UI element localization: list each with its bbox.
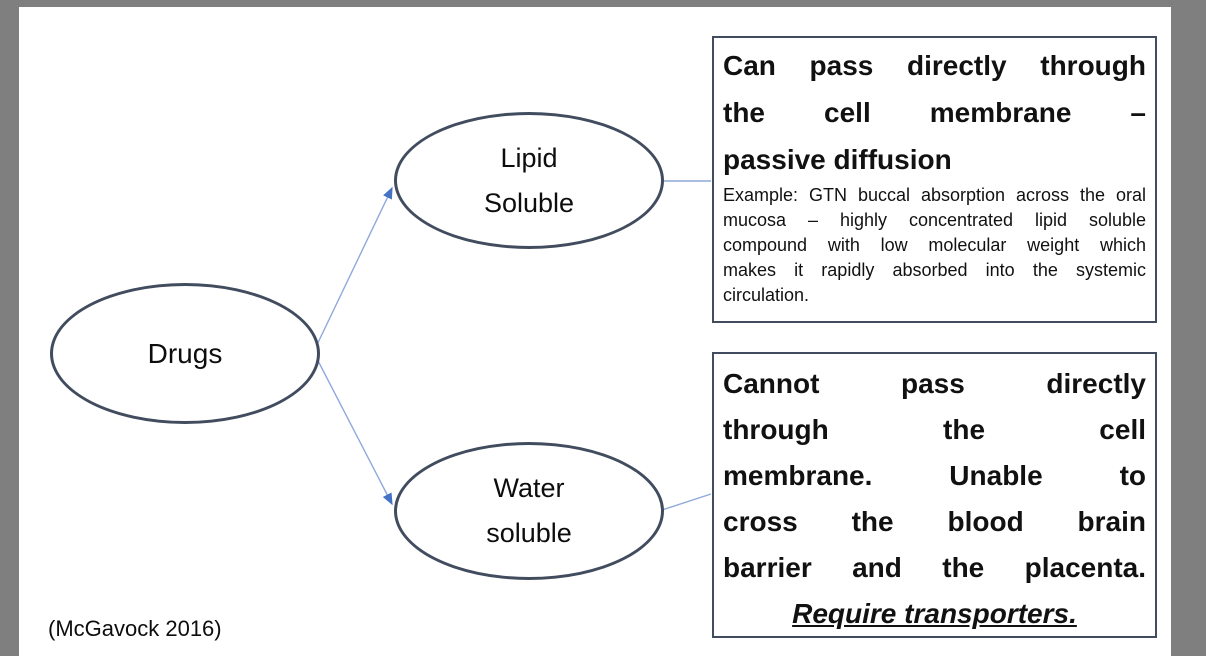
node-lipid-label-line1: Lipid bbox=[500, 142, 558, 173]
node-water-label-line1: Water bbox=[493, 473, 565, 503]
citation-text: (McGavock 2016) bbox=[48, 616, 222, 641]
lipid-info-body-line: makes it rapidly absorbed into the syste… bbox=[723, 260, 1146, 280]
lipid-info-body-line: circulation. bbox=[723, 285, 810, 305]
water-info-body-line: Cannot pass directly bbox=[723, 368, 1146, 399]
lipid-info-title-line: passive diffusion bbox=[723, 144, 952, 175]
node-drugs: Drugs bbox=[50, 283, 320, 424]
node-drugs-label: Drugs bbox=[147, 338, 223, 369]
water-info-footer: Require transporters. bbox=[792, 598, 1077, 629]
lipid-info-body-line: compound with low molecular weight which bbox=[723, 235, 1146, 255]
water-info-body-line: cross the blood brain bbox=[723, 506, 1146, 537]
node-water-label-line2: soluble bbox=[486, 518, 572, 548]
lipid-info-title-line: the cell membrane – bbox=[723, 97, 1146, 128]
lipid-info-box: Can pass directly through the cell membr… bbox=[712, 36, 1157, 323]
node-water-soluble: Water soluble bbox=[394, 442, 664, 580]
water-info-body-line: membrane. Unable to bbox=[723, 460, 1146, 491]
node-lipid-label-line2: Soluble bbox=[483, 187, 575, 218]
lipid-info-title-line: Can pass directly through bbox=[723, 50, 1146, 81]
lipid-info-body-line: mucosa – highly concentrated lipid solub… bbox=[723, 210, 1146, 230]
water-info-body-line: through the cell bbox=[723, 414, 1146, 445]
water-info-box: Cannot pass directly through the cell me… bbox=[712, 352, 1157, 638]
water-info-body-line: barrier and the placenta. bbox=[723, 552, 1146, 583]
node-lipid-soluble: Lipid Soluble bbox=[394, 112, 664, 249]
lipid-info-body-line: Example: GTN buccal absorption across th… bbox=[723, 185, 1146, 205]
